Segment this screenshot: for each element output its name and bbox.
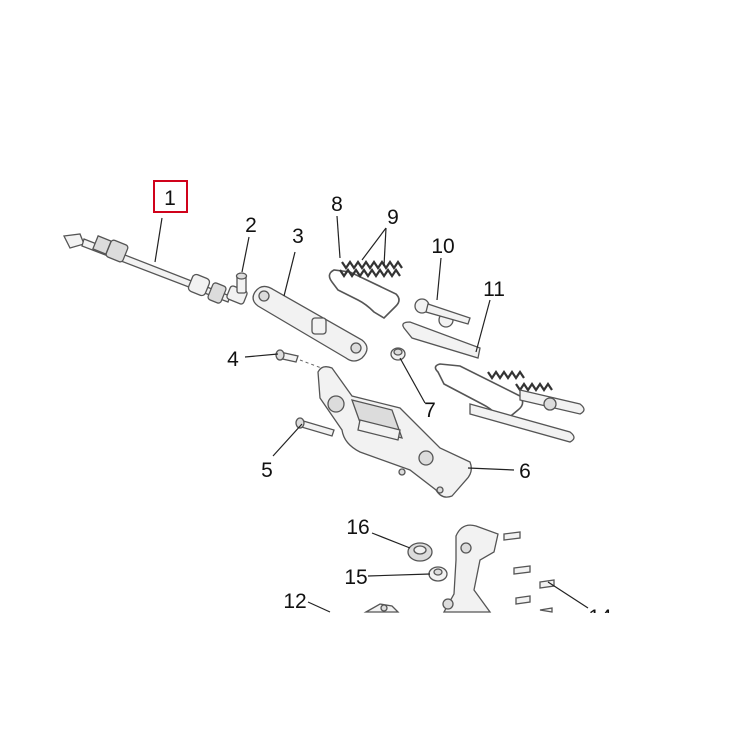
callout-16[interactable]: 16 xyxy=(346,516,369,539)
callout-6[interactable]: 6 xyxy=(519,460,531,483)
crop-mask xyxy=(0,613,750,750)
part-8-spring-clip[interactable] xyxy=(328,269,400,320)
part-11-selector-assembly[interactable] xyxy=(402,321,585,443)
mounting-plate xyxy=(442,524,499,613)
callout-15[interactable]: 15 xyxy=(344,566,367,589)
callout-11[interactable]: 11 xyxy=(483,278,505,301)
part-7-bushing[interactable] xyxy=(390,347,406,361)
callout-4[interactable]: 4 xyxy=(227,348,239,371)
part-4-bolt[interactable] xyxy=(275,349,333,373)
part-9-springs[interactable] xyxy=(339,260,403,278)
part-12-component[interactable] xyxy=(363,603,400,613)
callout-1[interactable]: 1 xyxy=(164,187,176,210)
callout-3[interactable]: 3 xyxy=(292,225,304,248)
callout-12[interactable]: 12 xyxy=(283,590,306,613)
part-16-grommet[interactable] xyxy=(407,542,433,562)
part-10-bolt[interactable] xyxy=(414,298,471,328)
part-14-screws[interactable] xyxy=(503,531,555,613)
part-1-shift-rod[interactable] xyxy=(63,233,248,305)
highlight-box xyxy=(153,180,188,213)
part-15-nut[interactable] xyxy=(428,566,448,582)
callout-2[interactable]: 2 xyxy=(245,214,257,237)
callout-8[interactable]: 8 xyxy=(331,193,343,216)
part-5-bolt[interactable] xyxy=(295,417,335,437)
callout-10[interactable]: 10 xyxy=(431,235,454,258)
part-6-bracket-housing[interactable] xyxy=(317,366,472,498)
callout-5[interactable]: 5 xyxy=(261,459,273,482)
leader-lines xyxy=(154,215,589,613)
callout-7[interactable]: 7 xyxy=(424,399,436,422)
callout-9[interactable]: 9 xyxy=(387,206,399,229)
part-2-pin[interactable] xyxy=(235,272,248,294)
part-3-link-arm[interactable] xyxy=(252,285,368,362)
